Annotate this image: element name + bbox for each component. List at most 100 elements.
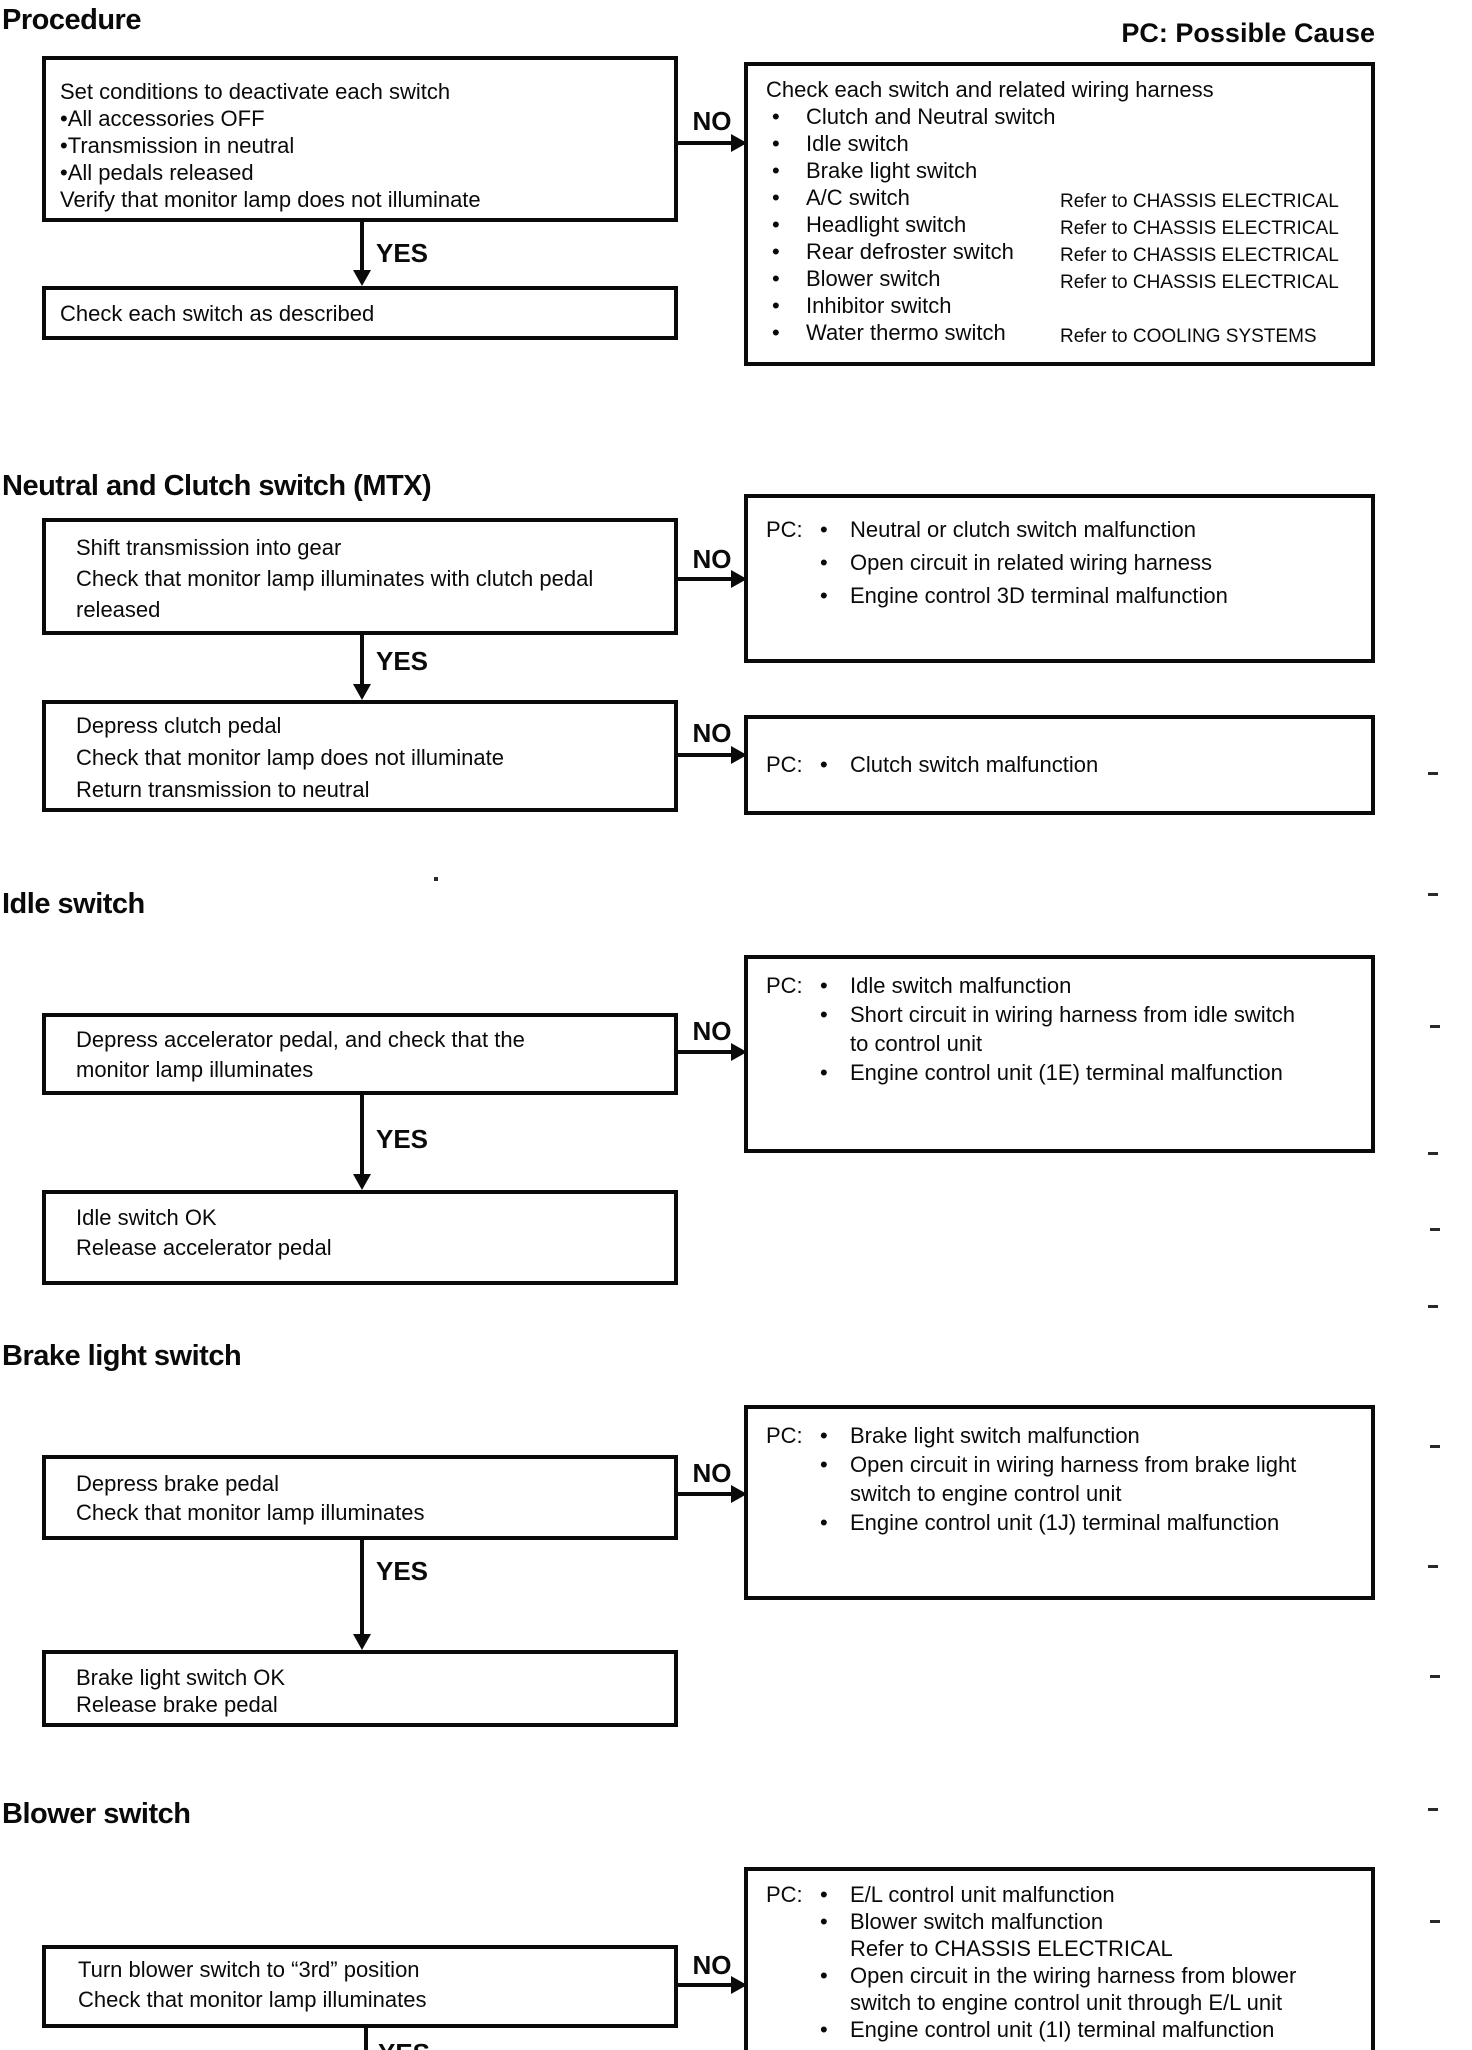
step-line: released [76,597,161,622]
bullet-icon: • [772,158,780,183]
pc-text: Open circuit in wiring harness from brak… [850,1452,1297,1477]
cause-item-name: Headlight switch [806,212,967,237]
no-label: NO [692,544,732,574]
cause-box-brake-light: PC:•Brake light switch malfunction •Open… [744,1405,1375,1600]
yes-arrow-head [353,270,371,286]
no-arrow-line [678,577,734,581]
no-arrow-line [678,1492,734,1496]
pc-label: PC: [766,973,803,998]
step-line: •All accessories OFF [60,106,265,131]
pc-row: PC:•Brake light switch malfunction [766,1421,1365,1450]
cause-item-name: Blower switch [806,266,941,291]
yes-label-clipped: YES [378,2038,430,2050]
pc-text: Engine control 3D terminal malfunction [850,583,1228,608]
cause-item-name: Inhibitor switch [806,293,952,318]
pc-text: Brake light switch malfunction [850,1423,1140,1448]
cause-box-clutch-switch: PC:•Clutch switch malfunction [744,715,1375,815]
cause-item-name: Idle switch [806,131,909,156]
pc-row-continuation: switch to engine control unit through E/… [850,1989,1365,2016]
step-line: •All pedals released [60,160,254,185]
pc-row-continuation: Refer to CHASSIS ELECTRICAL [850,1935,1365,1962]
step-box-depress-accelerator: Depress accelerator pedal, and check tha… [42,1013,678,1095]
bullet-icon: • [772,185,780,210]
scan-artifact [1430,1025,1440,1028]
cause-item-refer: Refer to CHASSIS ELECTRICAL [1060,218,1339,239]
yes-arrow-line [360,635,364,688]
bullet-icon: • [820,517,828,542]
section-title-blower-switch: Blower switch [2,1798,191,1830]
pc-text: Refer to CHASSIS ELECTRICAL [850,1936,1173,1961]
step-line: Check each switch as described [60,301,375,326]
yes-label: YES [376,646,429,676]
bullet-icon: • [820,1002,828,1027]
no-label: NO [692,1016,732,1046]
no-arrow-line [678,1983,734,1987]
step-line: Depress accelerator pedal, and check tha… [76,1027,525,1052]
step-line: Check that monitor lamp does not illumin… [76,745,504,770]
step-box-turn-blower: Turn blower switch to “3rd” position Che… [42,1945,678,2028]
step-line: Brake light switch OK [76,1665,286,1690]
pc-text: Idle switch malfunction [850,973,1072,998]
step-line: Verify that monitor lamp does not illumi… [60,187,481,212]
no-arrow-line [678,1050,734,1054]
pc-row: •Open circuit in wiring harness from bra… [820,1450,1365,1479]
section-title-idle-switch: Idle switch [2,888,145,920]
scan-artifact [1428,1305,1438,1308]
no-arrow-head [731,1485,747,1503]
yes-arrow-head [353,1634,371,1650]
pc-text: Open circuit in the wiring harness from … [850,1963,1297,1988]
bullet-icon: • [820,752,828,777]
pc-row: •Blower switch malfunction [820,1908,1365,1935]
bullet-icon: • [772,212,780,237]
cause-box-blower-switch: PC:•E/L control unit malfunction •Blower… [744,1867,1375,2050]
pc-text: switch to engine control unit through E/… [850,1990,1283,2015]
no-arrow-head [731,1043,747,1061]
section-title-brake-light: Brake light switch [2,1340,242,1372]
scan-artifact [1430,1675,1440,1678]
pc-row: •Engine control unit (1E) terminal malfu… [820,1058,1365,1087]
step-line: Return transmission to neutral [76,777,370,802]
cause-box-neutral-clutch: PC:•Neutral or clutch switch malfunction… [744,494,1375,663]
step-line: Idle switch OK [76,1205,217,1230]
cause-item: •Idle switch [766,130,1365,157]
step-line: Release brake pedal [76,1692,278,1717]
bullet-icon: • [820,2017,828,2042]
step-box-depress-clutch: Depress clutch pedal Check that monitor … [42,700,678,812]
pc-label: PC: [766,1882,803,1907]
cause-item-name: Rear defroster switch [806,239,1014,264]
step-line: Check that monitor lamp illuminates [78,1987,427,2012]
pc-row: •Short circuit in wiring harness from id… [820,1000,1365,1029]
pc-row: •Engine control unit (1J) terminal malfu… [820,1508,1365,1537]
pc-text: Engine control unit (1E) terminal malfun… [850,1060,1283,1085]
cause-item: • Headlight switch Refer to CHASSIS ELECTR… [766,211,1365,239]
pc-text: switch to engine control unit [850,1481,1122,1506]
cause-item: •Inhibitor switch [766,292,1365,319]
cause-item-name: A/C switch [806,185,910,210]
cause-item-refer: Refer to COOLING SYSTEMS [1060,326,1317,347]
scan-artifact [434,877,438,881]
pc-text: Neutral or clutch switch malfunction [850,517,1197,542]
section-title-neutral-clutch: Neutral and Clutch switch (MTX) [2,470,432,502]
cause-box-idle-switch: PC: • Idle switch malfunction •Short circu… [744,955,1375,1153]
pc-text: to control unit [850,1031,983,1056]
scan-artifact [1428,1565,1438,1568]
bullet-icon: • [820,1963,828,1988]
pc-row-continuation: switch to engine control unit [850,1479,1365,1508]
no-arrow-head [731,1976,747,1994]
yes-arrow-line-clipped [364,2028,368,2050]
yes-arrow-head [353,1174,371,1190]
pc-text: Engine control unit (1I) terminal malfun… [850,2017,1275,2042]
pc-text: Engine control unit (1J) terminal malfun… [850,1510,1280,1535]
cause-item-name: Water thermo switch [806,320,1006,345]
yes-arrow-line [360,1095,364,1174]
yes-arrow-head [353,684,371,700]
step-box-idle-switch-ok: Idle switch OK Release accelerator pedal [42,1190,678,1285]
no-arrow-line [678,753,734,757]
cause-item-name: Brake light switch [806,158,978,183]
bullet-icon: • [820,1423,828,1448]
cause-header: Check each switch and related wiring har… [766,77,1214,102]
